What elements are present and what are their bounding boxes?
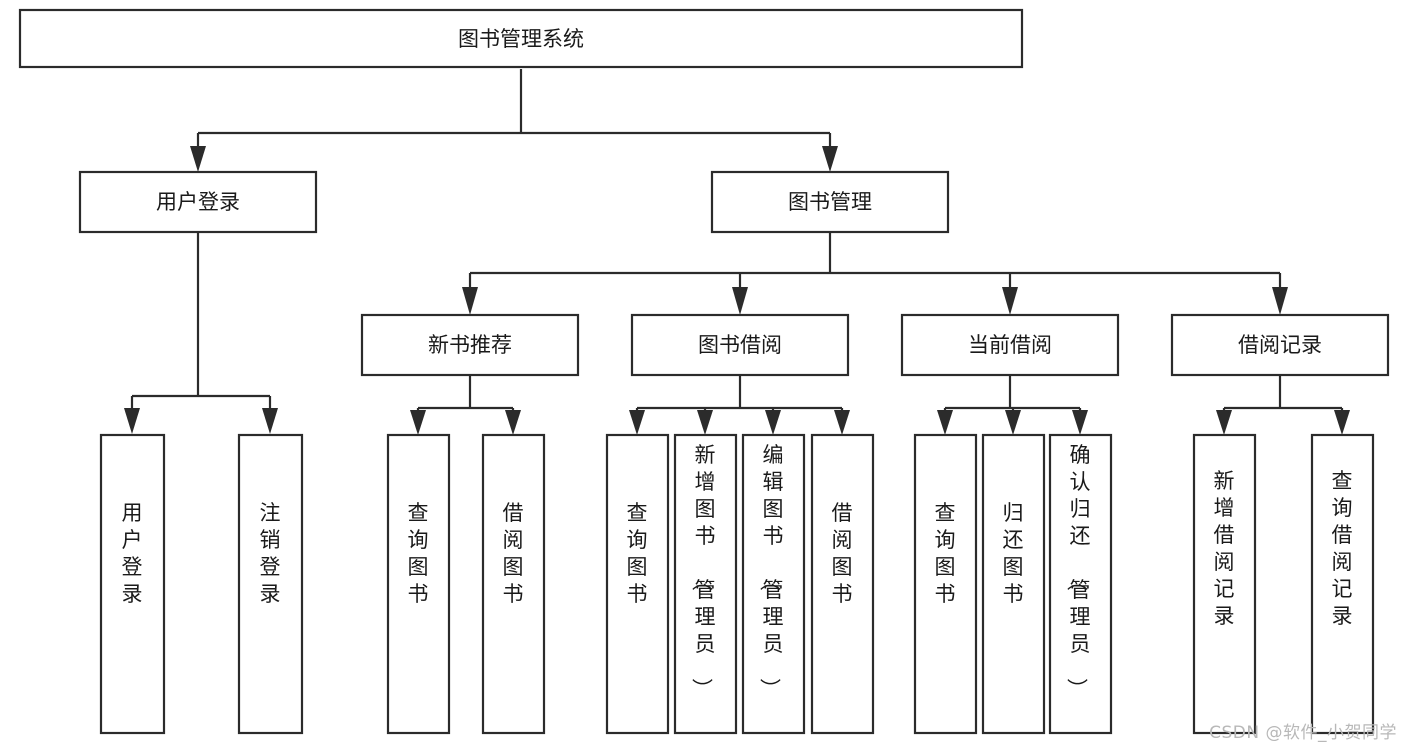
node-leaf-query-record[interactable]: 查询借阅记录 bbox=[1310, 433, 1375, 735]
node-leaf-query-book-1-label: 查询图书 bbox=[408, 501, 429, 606]
node-new-book-rec-label: 新书推荐 bbox=[428, 333, 512, 357]
node-borrow-record-label: 借阅记录 bbox=[1238, 333, 1322, 357]
node-new-book-rec-box[interactable] bbox=[360, 313, 580, 377]
node-book-manage-box[interactable] bbox=[710, 170, 950, 234]
node-leaf-confirm-return-label: 确认归还（管理员） bbox=[1065, 443, 1091, 699]
node-borrow-record-box[interactable] bbox=[1170, 313, 1390, 377]
node-leaf-add-record-label: 新增借阅记录 bbox=[1214, 469, 1235, 628]
node-leaf-return-book-label: 归还图书 bbox=[1003, 501, 1024, 606]
node-user-login-label: 用户登录 bbox=[156, 190, 240, 214]
arrow-head-leaf-add-record bbox=[1216, 410, 1232, 435]
csdn-watermark: CSDN @软件_小贺同学 bbox=[1209, 723, 1397, 743]
node-leaf-confirm-return-box[interactable] bbox=[1048, 433, 1113, 735]
arrow-head-new-book-rec bbox=[462, 287, 478, 315]
node-leaf-confirm-return[interactable]: 确认归还（管理员） bbox=[1048, 433, 1113, 735]
arrow-head-borrow-record bbox=[1272, 287, 1288, 315]
node-leaf-query-book-3-label: 查询图书 bbox=[935, 501, 956, 606]
node-root-box[interactable] bbox=[18, 8, 1024, 69]
node-leaf-query-book-3-box[interactable] bbox=[913, 433, 978, 735]
node-leaf-add-book-label: 新增图书（管理员） bbox=[690, 443, 716, 699]
arrow-head-book-manage bbox=[822, 146, 838, 172]
node-new-book-rec[interactable]: 新书推荐 bbox=[360, 313, 580, 377]
arrow-head-book-borrow bbox=[732, 287, 748, 315]
arrow-head-leaf-confirm-return bbox=[1072, 410, 1088, 435]
node-leaf-borrow-book-2-box[interactable] bbox=[810, 433, 875, 735]
node-root[interactable]: 图书管理系统 bbox=[18, 8, 1024, 69]
node-leaf-borrow-book-1[interactable]: 借阅图书 bbox=[481, 433, 546, 735]
node-leaf-query-book-2[interactable]: 查询图书 bbox=[605, 433, 670, 735]
arrow-head-leaf-query-book-1 bbox=[410, 410, 426, 435]
arrow-head-user-login bbox=[190, 146, 206, 172]
node-borrow-record[interactable]: 借阅记录 bbox=[1170, 313, 1390, 377]
node-leaf-edit-book[interactable]: 编辑图书（管理员） bbox=[741, 433, 806, 735]
node-leaf-logout[interactable]: 注销登录 bbox=[237, 433, 304, 735]
node-book-borrow-label: 图书借阅 bbox=[698, 333, 782, 357]
node-leaf-logout-box[interactable] bbox=[237, 433, 304, 735]
node-leaf-query-book-1[interactable]: 查询图书 bbox=[386, 433, 451, 735]
node-book-manage-label: 图书管理 bbox=[788, 190, 872, 214]
arrow-head-leaf-borrow-book-1 bbox=[505, 410, 521, 435]
arrow-head-leaf-query-book-3 bbox=[937, 410, 953, 435]
arrow-head-leaf-user-login bbox=[124, 408, 140, 434]
node-user-login-box[interactable] bbox=[78, 170, 318, 234]
node-current-borrow-box[interactable] bbox=[900, 313, 1120, 377]
node-leaf-query-record-box[interactable] bbox=[1310, 433, 1375, 735]
node-leaf-return-book-box[interactable] bbox=[981, 433, 1046, 735]
node-leaf-borrow-book-2-label: 借阅图书 bbox=[832, 501, 853, 606]
node-leaf-query-book-2-box[interactable] bbox=[605, 433, 670, 735]
node-leaf-borrow-book-1-label: 借阅图书 bbox=[503, 501, 524, 606]
node-leaf-add-book[interactable]: 新增图书（管理员） bbox=[673, 433, 738, 735]
node-leaf-edit-book-box[interactable] bbox=[741, 433, 806, 735]
node-leaf-user-login[interactable]: 用户登录 bbox=[99, 433, 166, 735]
node-leaf-add-record[interactable]: 新增借阅记录 bbox=[1192, 433, 1257, 735]
arrow-head-current-borrow bbox=[1002, 287, 1018, 315]
node-leaf-logout-label: 注销登录 bbox=[260, 501, 281, 606]
node-book-manage[interactable]: 图书管理 bbox=[710, 170, 950, 234]
node-leaf-user-login-label: 用户登录 bbox=[122, 501, 143, 606]
node-leaf-add-book-box[interactable] bbox=[673, 433, 738, 735]
node-leaf-add-record-box[interactable] bbox=[1192, 433, 1257, 735]
connector-layer bbox=[124, 69, 1350, 435]
node-leaf-query-book-2-label: 查询图书 bbox=[627, 501, 648, 606]
node-leaf-query-book-3[interactable]: 查询图书 bbox=[913, 433, 978, 735]
node-leaf-query-record-label: 查询借阅记录 bbox=[1332, 469, 1353, 628]
node-book-borrow[interactable]: 图书借阅 bbox=[630, 313, 850, 377]
arrow-head-leaf-logout bbox=[262, 408, 278, 434]
node-book-borrow-box[interactable] bbox=[630, 313, 850, 377]
node-leaf-user-login-box[interactable] bbox=[99, 433, 166, 735]
arrow-head-leaf-add-book bbox=[697, 410, 713, 435]
node-root-label: 图书管理系统 bbox=[458, 27, 584, 51]
arrow-head-leaf-edit-book bbox=[765, 410, 781, 435]
node-current-borrow-label: 当前借阅 bbox=[968, 333, 1052, 357]
node-current-borrow[interactable]: 当前借阅 bbox=[900, 313, 1120, 377]
node-leaf-borrow-book-1-box[interactable] bbox=[481, 433, 546, 735]
arrow-head-leaf-query-record bbox=[1334, 410, 1350, 435]
arrow-head-leaf-borrow-book-2 bbox=[834, 410, 850, 435]
arrow-head-leaf-return-book bbox=[1005, 410, 1021, 435]
node-leaf-borrow-book-2[interactable]: 借阅图书 bbox=[810, 433, 875, 735]
node-user-login[interactable]: 用户登录 bbox=[78, 170, 318, 234]
node-leaf-query-book-1-box[interactable] bbox=[386, 433, 451, 735]
arrow-head-leaf-query-book-2 bbox=[629, 410, 645, 435]
node-leaf-return-book[interactable]: 归还图书 bbox=[981, 433, 1046, 735]
node-leaf-edit-book-label: 编辑图书（管理员） bbox=[758, 443, 784, 699]
